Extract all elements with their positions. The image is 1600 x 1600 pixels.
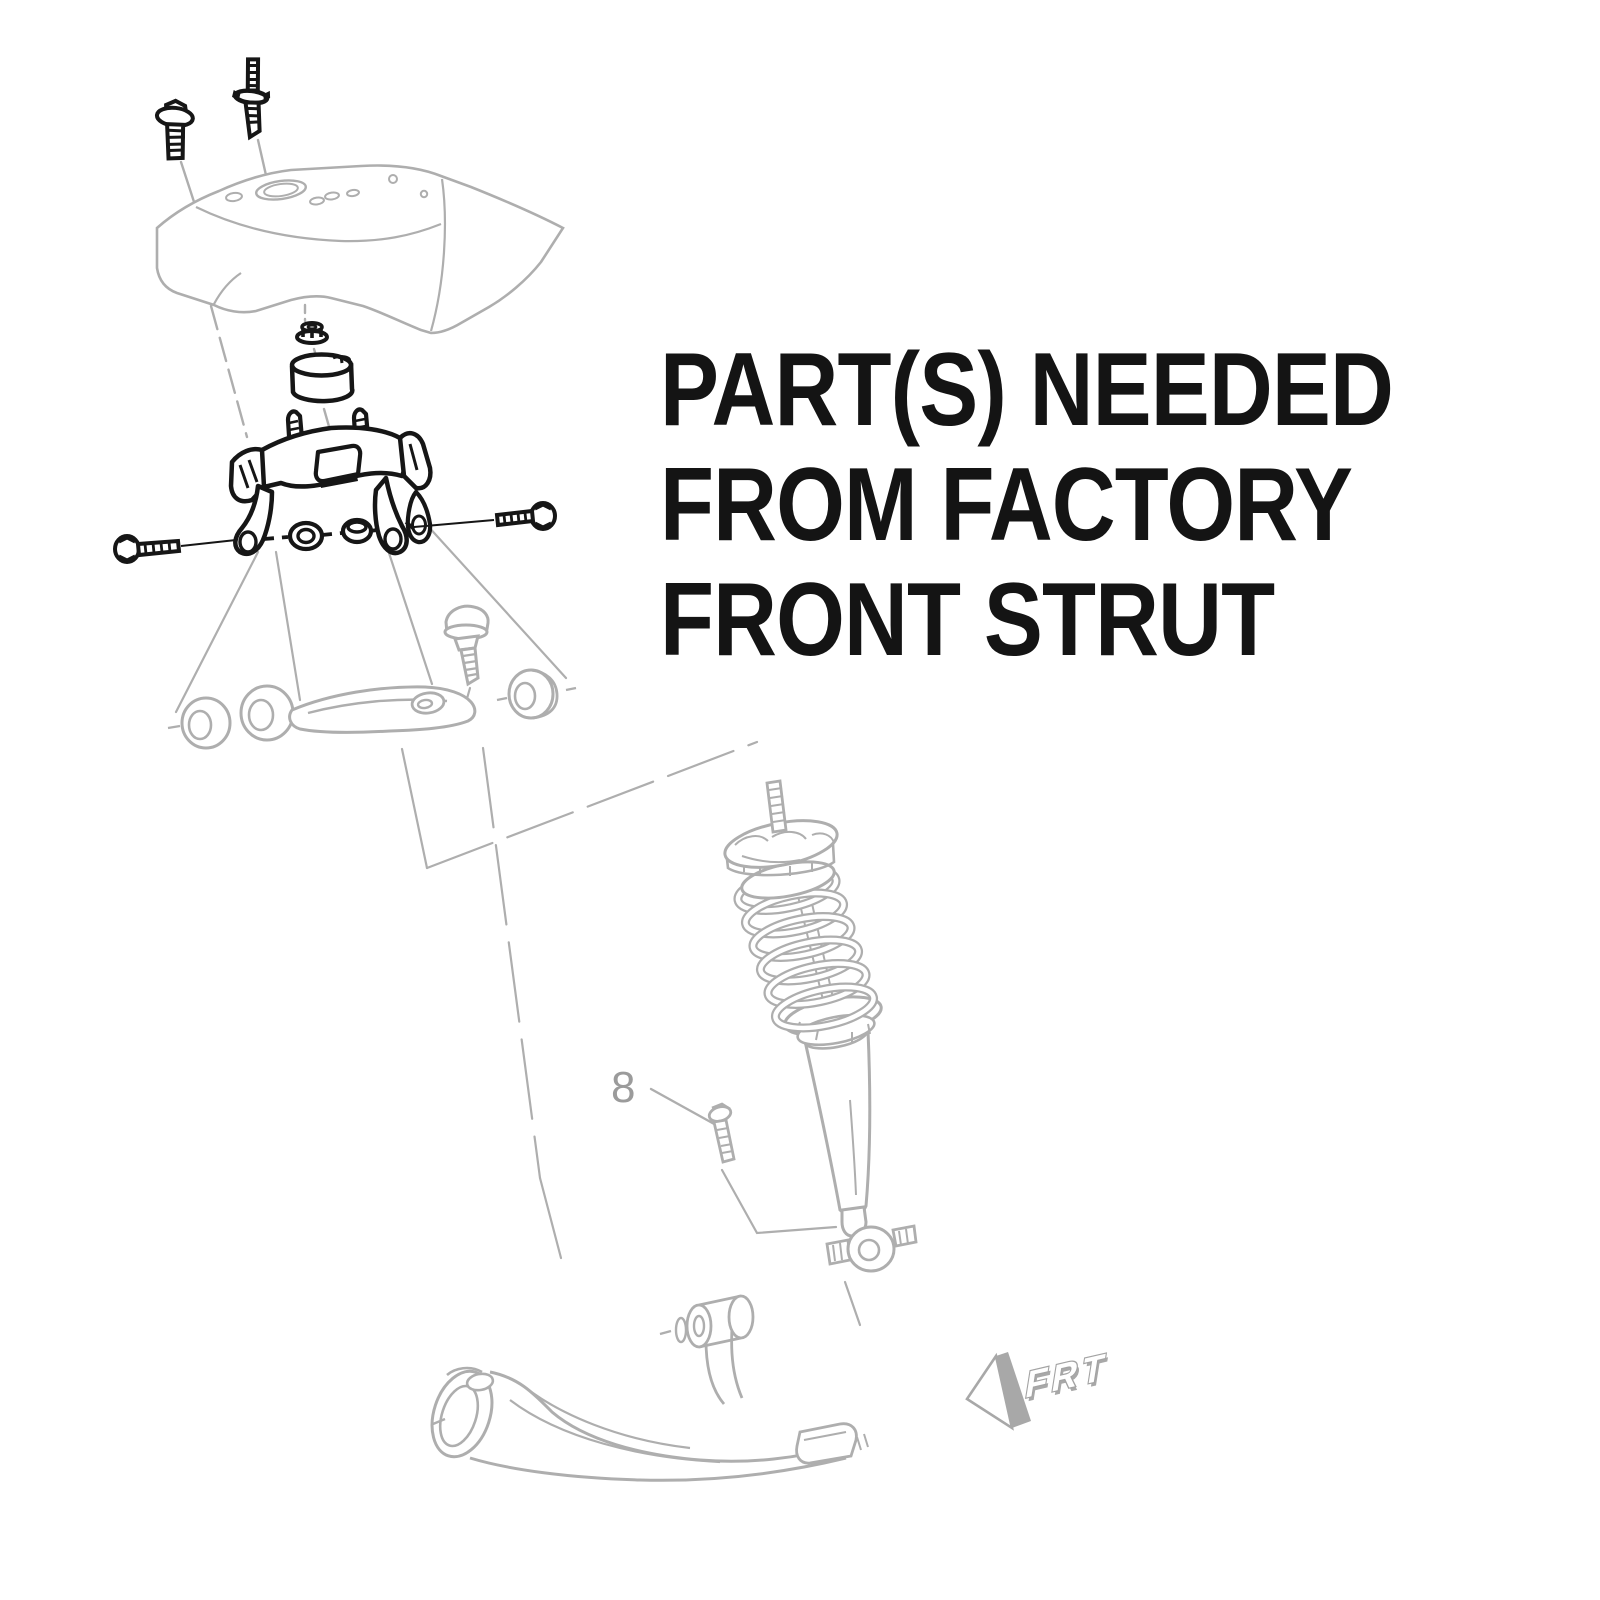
frt-direction-indicator: FRT FRT [965, 1343, 1115, 1431]
bolt-8 [707, 1102, 736, 1164]
upper-control-arm [167, 668, 577, 750]
frt-arrow-fill [996, 1352, 1031, 1428]
bracket-bolt-left [113, 534, 237, 564]
leader-lines [174, 138, 862, 1327]
headline-line-3: FRONT STRUT [660, 562, 1275, 678]
cover-stud [232, 57, 271, 141]
part-number-8-label: 8 [611, 1063, 635, 1112]
lower-control-arm [430, 1294, 869, 1482]
headline-line-1: PART(S) NEEDED [660, 332, 1394, 448]
ball-joint [443, 604, 490, 687]
headline: PART(S) NEEDED FROM FACTORY FRONT STRUT [660, 332, 1394, 678]
strut-tower-cover [155, 164, 565, 335]
cover-bolt [154, 98, 195, 161]
coil-spring [733, 865, 879, 1033]
mount-nut [295, 320, 329, 345]
strut-rod [765, 779, 788, 834]
lower-arm-bushing [659, 1294, 755, 1349]
shock-body [803, 1022, 918, 1273]
bump-stop [289, 352, 355, 404]
bracket-bolt-right [413, 501, 557, 531]
strut-top-mount [723, 819, 839, 900]
coilover-strut [723, 779, 918, 1273]
headline-line-2: FROM FACTORY [660, 447, 1353, 563]
strut-mount-bracket [228, 407, 433, 557]
